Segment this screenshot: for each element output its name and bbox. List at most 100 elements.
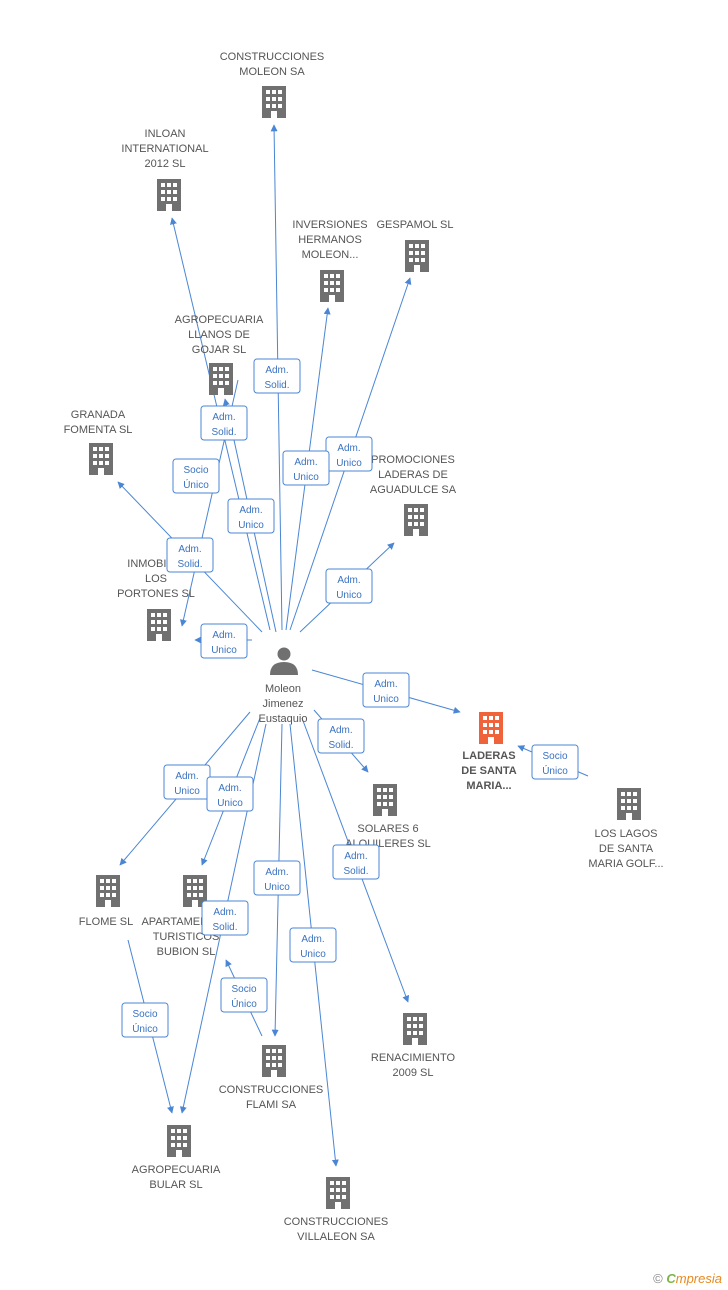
relation-text: Socio	[542, 751, 567, 762]
relation-text: Adm.	[239, 505, 262, 516]
relation-badge-box	[317, 718, 365, 754]
company-label: MOLEON SA	[239, 66, 305, 78]
relation-badge-box	[220, 977, 268, 1013]
relation-badge-box	[166, 537, 214, 573]
relation-badge[interactable]: Adm. Unico	[163, 764, 211, 800]
company-label: DE SANTA	[599, 843, 654, 855]
building-icon	[373, 784, 397, 816]
relation-badge-box	[289, 927, 337, 963]
footer-brand: © Cmpresia	[653, 1271, 722, 1286]
relation-text: Adm.	[212, 630, 235, 641]
relation-badge-box	[253, 860, 301, 896]
relation-text: Adm.	[175, 771, 198, 782]
person-name: Moleon	[265, 683, 301, 695]
building-icon	[320, 270, 344, 302]
person-name: Eustaquio	[259, 713, 308, 725]
relation-text: Solid.	[343, 866, 368, 877]
building-icon	[209, 363, 233, 395]
relation-badge[interactable]: Adm.Unico	[206, 776, 254, 812]
relation-text: Solid.	[177, 559, 202, 570]
person-icon	[270, 647, 298, 675]
relation-text: Adm.	[178, 544, 201, 555]
relation-badge-box	[201, 900, 249, 936]
company-label: AGUADULCE SA	[370, 484, 457, 496]
relation-badge[interactable]: Adm.Unico	[282, 450, 330, 486]
relation-text: Unico	[336, 590, 362, 601]
relation-text: Único	[183, 478, 209, 491]
relation-text: Adm.	[337, 575, 360, 586]
relation-badge[interactable]: Adm.Solid.	[201, 900, 249, 936]
company-node-gespamol[interactable]: GESPAMOL SL	[376, 219, 454, 272]
company-label: PORTONES SL	[117, 588, 195, 600]
relation-badge[interactable]: Adm.Unico	[289, 927, 337, 963]
relation-text: Socio	[132, 1009, 157, 1020]
relation-badge[interactable]: Adm. Unico	[362, 672, 410, 708]
relation-badge[interactable]: Adm.Solid.	[200, 405, 248, 441]
relation-text: Adm.	[265, 365, 288, 376]
relation-text: Unico	[211, 645, 237, 656]
company-label: MOLEON...	[302, 249, 359, 261]
company-node-flome[interactable]: FLOME SL	[79, 875, 133, 928]
relation-text: Solid.	[328, 740, 353, 751]
relation-text: Adm.	[374, 679, 397, 690]
relation-badge[interactable]: Adm. Solid.	[317, 718, 365, 754]
company-label: LLANOS DE	[188, 329, 250, 341]
relation-text: Unico	[373, 694, 399, 705]
empresia-logo[interactable]: Cmpresia	[666, 1271, 722, 1286]
relation-text: Solid.	[212, 922, 237, 933]
company-label: FLOME SL	[79, 916, 133, 928]
relation-text: Unico	[174, 786, 200, 797]
relation-badge[interactable]: Adm.Solid.	[253, 358, 301, 394]
relation-badge[interactable]: Adm. Solid.	[166, 537, 214, 573]
relation-badge-box	[200, 405, 248, 441]
relation-badge[interactable]: Adm.Solid.	[332, 844, 380, 880]
relation-badge[interactable]: Adm. Unico	[200, 623, 248, 659]
relation-text: Unico	[300, 949, 326, 960]
company-label: GRANADA	[71, 409, 126, 421]
brand-initial: C	[666, 1271, 676, 1286]
company-label: RENACIMIENTO	[371, 1052, 456, 1064]
relation-text: Unico	[238, 520, 264, 531]
relation-text: Adm.	[218, 783, 241, 794]
relation-text: Adm.	[265, 867, 288, 878]
company-label: AGROPECUARIA	[132, 1164, 221, 1176]
copyright-symbol: ©	[653, 1271, 663, 1286]
company-label: VILLALEON SA	[297, 1231, 375, 1243]
company-label: LADERAS	[462, 750, 515, 762]
relation-badge-box	[200, 623, 248, 659]
person-name: Jimenez	[263, 698, 304, 710]
edges-layer	[117, 124, 589, 1167]
relation-badge[interactable]: Adm.Unico	[325, 436, 373, 472]
company-node-bular[interactable]: AGROPECUARIA BULAR SL	[132, 1125, 221, 1191]
relation-text: Adm.	[329, 725, 352, 736]
relation-badge[interactable]: Adm. Unico	[227, 498, 275, 534]
company-label: BULAR SL	[149, 1179, 202, 1191]
relation-badge-box	[282, 450, 330, 486]
relation-text: Socio	[183, 465, 208, 476]
company-node-inversiones[interactable]: INVERSIONESHERMANOSMOLEON...	[292, 219, 368, 302]
relation-text: Único	[132, 1022, 158, 1035]
relation-badge[interactable]: Adm. Unico	[325, 568, 373, 604]
company-label: PROMOCIONES	[371, 454, 455, 466]
relation-badge[interactable]: Adm.Unico	[253, 860, 301, 896]
relation-badge-box	[121, 1002, 169, 1038]
relation-badge-box	[206, 776, 254, 812]
company-label: GOJAR SL	[192, 344, 246, 356]
company-label: INVERSIONES	[292, 219, 367, 231]
